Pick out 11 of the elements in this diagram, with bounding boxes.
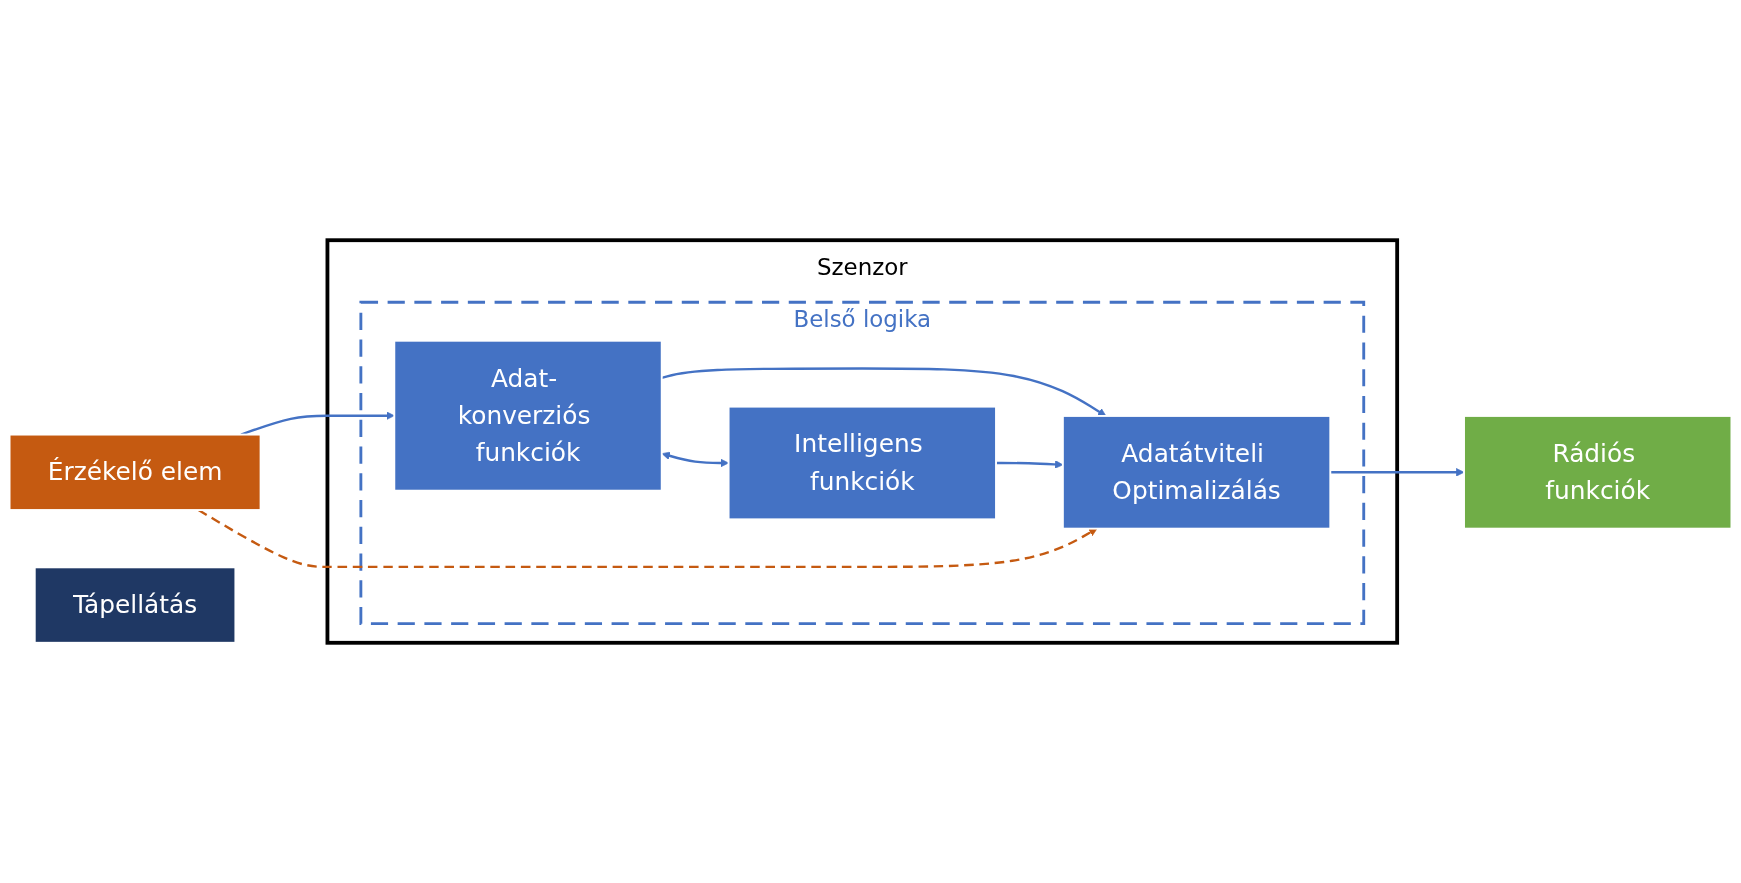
arrow <box>661 367 1107 417</box>
arrow <box>661 451 729 468</box>
node-box: Intelligens funkciók <box>727 405 997 521</box>
arrow <box>240 411 395 436</box>
node-box: Tápellátás <box>33 566 237 644</box>
arrow <box>197 509 1098 569</box>
arrow <box>1330 468 1465 477</box>
node-box: Adatátviteli Optimalizálás <box>1061 415 1332 530</box>
node-box: Adat- konverziós funkciók <box>393 339 663 492</box>
node-box: Érzékelő elem <box>8 433 262 511</box>
node-box: Rádiós funkciók <box>1463 415 1733 530</box>
